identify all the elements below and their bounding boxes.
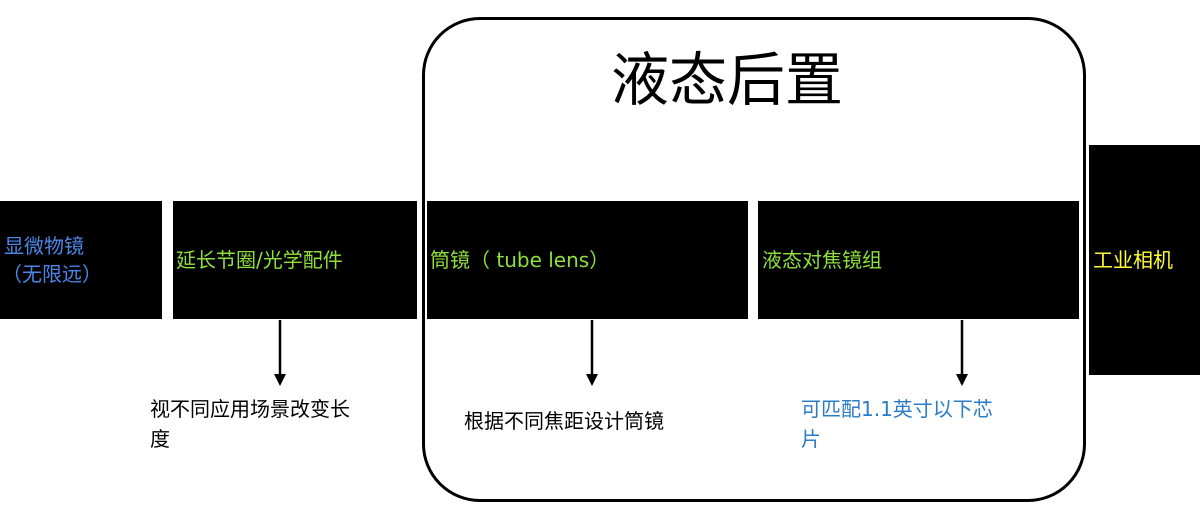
liquid-focus-box: 液态对焦镜组 (758, 201, 1079, 319)
camera-label: 工业相机 (1093, 248, 1173, 272)
extension-note-line2: 度 (150, 427, 170, 451)
extension-note-line1: 视不同应用场景改变长 (150, 397, 350, 421)
group-title: 液态后置 (610, 46, 843, 114)
tube-lens-box: 筒镜（ tube lens） (427, 201, 748, 319)
extension-note: 视不同应用场景改变长 度 (150, 394, 410, 454)
objective-box: 显微物镜 （无限远） (0, 201, 162, 319)
liquid-focus-label: 液态对焦镜组 (762, 248, 882, 272)
liquid-focus-note: 可匹配1.1英寸以下芯 片 (801, 394, 1061, 454)
objective-label-line1: 显微物镜 (4, 234, 84, 258)
camera-box: 工业相机 (1089, 145, 1200, 375)
tube-lens-note: 根据不同焦距设计筒镜 (464, 406, 744, 436)
tube-lens-note-line1: 根据不同焦距设计筒镜 (464, 409, 664, 433)
liquid-focus-note-line1: 可匹配1.1英寸以下芯 (801, 397, 993, 421)
liquid-rear-group-frame (422, 17, 1086, 502)
liquid-focus-note-line2: 片 (801, 427, 821, 451)
tube-lens-label: 筒镜（ tube lens） (430, 248, 610, 272)
objective-label: 显微物镜 （无限远） (2, 232, 102, 288)
extension-box: 延长节圈/光学配件 (173, 201, 417, 319)
objective-label-line2: （无限远） (2, 262, 102, 286)
extension-label: 延长节圈/光学配件 (176, 248, 343, 272)
extension-arrowhead (274, 374, 286, 386)
